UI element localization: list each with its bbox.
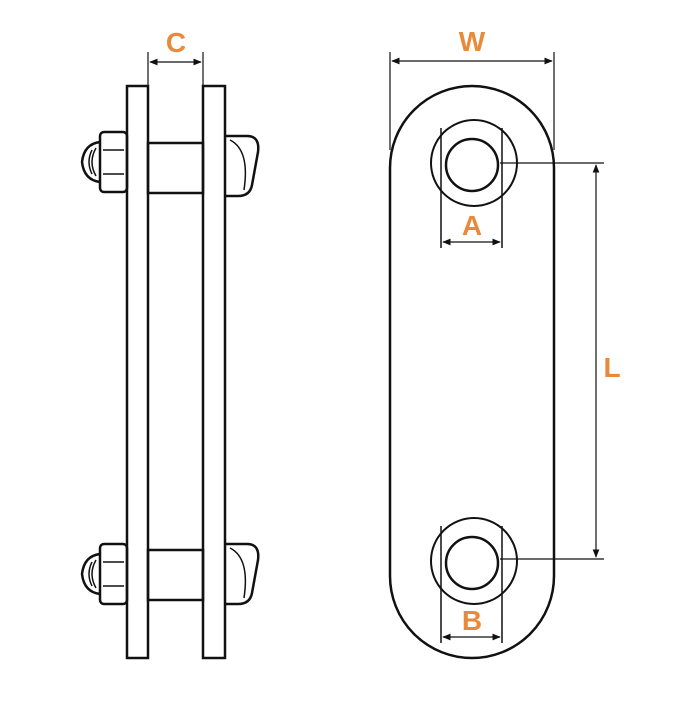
bottom-pin [80, 542, 260, 606]
dimension-label-c: C [166, 27, 186, 58]
dimension-a: A [442, 210, 501, 246]
side-view: C [80, 27, 260, 660]
dimension-label-b: B [462, 605, 482, 636]
dimension-b: B [442, 605, 501, 641]
link-plate [388, 84, 556, 660]
right-side-plate [201, 84, 227, 660]
dimension-label-a: A [462, 210, 482, 241]
dimension-w: W [389, 26, 555, 150]
top-hole [430, 119, 518, 248]
front-view: W A B L [388, 26, 621, 660]
bottom-hole [430, 517, 518, 643]
dimension-label-l: L [603, 352, 620, 383]
dimension-l: L [500, 162, 621, 560]
dimension-label-w: W [459, 26, 486, 57]
dimension-c: C [147, 27, 204, 86]
left-side-plate [125, 84, 150, 660]
top-pin [80, 130, 260, 198]
